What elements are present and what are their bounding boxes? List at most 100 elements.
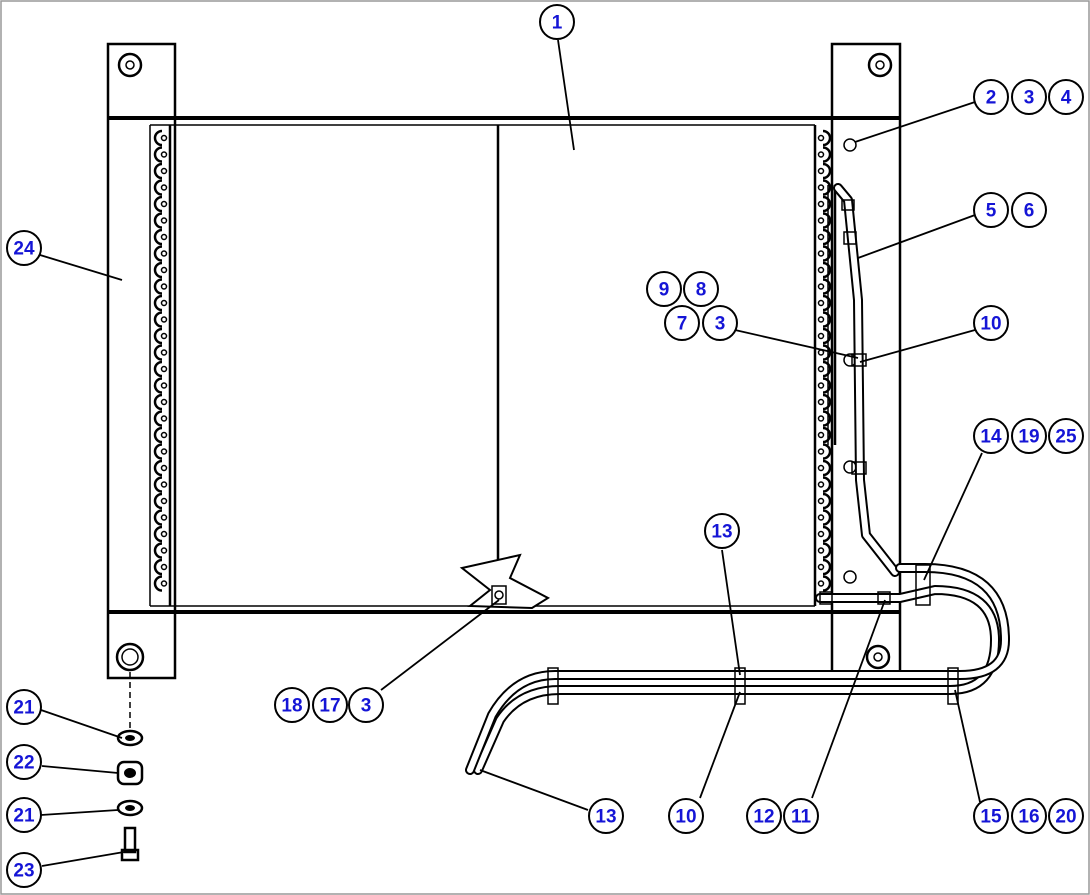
callout-c16: 16 <box>1011 798 1047 834</box>
coil-bend <box>153 542 163 559</box>
callout-label: 9 <box>659 280 670 301</box>
callout-label: 11 <box>791 807 812 828</box>
coil-end <box>160 464 168 472</box>
callout-c21a: 21 <box>6 689 42 725</box>
coil-end <box>160 283 168 290</box>
coil-bend <box>822 426 832 444</box>
callout-circle <box>6 230 42 266</box>
coil-bend <box>153 525 163 543</box>
callout-circle <box>348 687 384 723</box>
coil-bend <box>822 245 832 262</box>
coil-end <box>817 382 825 389</box>
callout-c10a: 10 <box>973 305 1009 341</box>
callout-label: 20 <box>1055 807 1076 828</box>
coil-bend <box>153 426 163 444</box>
callout-circle <box>1011 79 1047 115</box>
coil-end <box>160 530 168 538</box>
callout-c15: 15 <box>973 798 1009 834</box>
callout-circle <box>312 687 348 723</box>
callout-circle <box>1011 418 1047 454</box>
coil-end <box>817 167 825 175</box>
coil-end <box>160 167 168 175</box>
callout-label: 3 <box>361 696 372 717</box>
coil-end <box>817 217 825 224</box>
coil-end <box>817 514 825 521</box>
callout-label: 3 <box>715 314 726 335</box>
callout-circle <box>973 192 1009 228</box>
callout-c6: 6 <box>1011 192 1047 228</box>
callout-circle <box>783 798 819 834</box>
coil-bend <box>822 525 832 543</box>
coil-bend <box>822 575 832 592</box>
coil-end <box>817 464 825 472</box>
callout-label: 22 <box>13 753 34 774</box>
coil-bend <box>822 311 832 328</box>
callout-c25: 25 <box>1048 418 1084 454</box>
callout-label: 24 <box>13 239 35 260</box>
callout-label: 10 <box>675 807 696 828</box>
leader-lines <box>39 39 983 867</box>
callout-label: 19 <box>1018 427 1039 448</box>
condenser-core <box>108 116 900 614</box>
callout-c7: 7 <box>664 305 700 341</box>
callout-c1: 1 <box>539 4 575 40</box>
coil-end <box>160 151 168 158</box>
coil-end <box>817 580 825 587</box>
coil-end <box>817 530 825 538</box>
coil-bend <box>822 179 832 196</box>
callout-label: 12 <box>753 807 774 828</box>
callout-c20: 20 <box>1048 798 1084 834</box>
coil-end <box>160 382 168 389</box>
coil-bend <box>153 377 163 394</box>
mounting-hardware <box>116 672 144 862</box>
callout-circle <box>664 305 700 341</box>
coil-end <box>160 497 168 505</box>
callout-c22: 22 <box>6 744 42 780</box>
coil-end <box>160 299 168 307</box>
coil-bend <box>153 575 163 592</box>
coil-end <box>160 250 168 257</box>
callout-label: 16 <box>1018 807 1039 828</box>
callout-c3b: 3 <box>702 305 738 341</box>
callout-circle <box>1048 79 1084 115</box>
coil-end <box>817 547 825 554</box>
coil-end <box>160 316 168 323</box>
coil-bend <box>153 146 163 163</box>
coil-bend <box>822 146 832 163</box>
callout-circle <box>1048 798 1084 834</box>
coil-end <box>817 316 825 323</box>
coil-bend <box>822 509 832 526</box>
callout-c12: 12 <box>746 798 782 834</box>
coil-bend <box>153 162 163 180</box>
coil-end <box>817 151 825 158</box>
callout-label: 4 <box>1061 88 1072 109</box>
coil-end <box>817 481 825 488</box>
coil-bend <box>153 245 163 262</box>
callout-circle <box>746 798 782 834</box>
coil-bend <box>153 410 163 427</box>
coil-bend <box>822 360 832 378</box>
coil-end <box>817 283 825 290</box>
coil-bend <box>822 377 832 394</box>
coil-end <box>160 563 168 571</box>
coil-bend <box>822 492 832 510</box>
callout-c24: 24 <box>6 230 42 266</box>
coil-bend <box>822 278 832 295</box>
left-mounting-bracket <box>106 42 177 680</box>
coil-bend <box>153 179 163 196</box>
coil-bend <box>153 393 163 411</box>
callout-label: 18 <box>281 696 302 717</box>
callout-label: 1 <box>552 13 563 34</box>
coil-bend <box>153 311 163 328</box>
coil-end <box>817 134 825 142</box>
coil-end <box>160 217 168 224</box>
coil-end <box>817 332 825 340</box>
coil-bend <box>153 129 163 147</box>
coil-bend <box>153 443 163 460</box>
callout-circle <box>539 4 575 40</box>
coil-end <box>160 134 168 142</box>
callout-label: 15 <box>980 807 1002 828</box>
